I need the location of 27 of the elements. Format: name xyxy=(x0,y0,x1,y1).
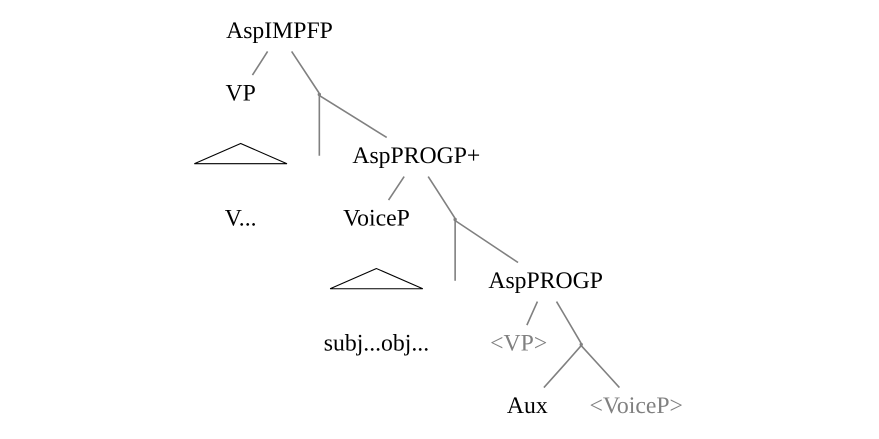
node-text: Aux xyxy=(506,393,548,420)
connector xyxy=(252,51,268,76)
connector xyxy=(454,220,518,264)
node-text: V... xyxy=(224,206,257,232)
connector xyxy=(526,301,538,326)
node-text: VoiceP xyxy=(343,206,410,232)
connector xyxy=(543,345,582,388)
node-text: <VP> xyxy=(490,330,548,357)
node-point xyxy=(453,218,457,222)
connector xyxy=(290,51,320,94)
node-point xyxy=(580,342,583,346)
node-text: AspPROGP xyxy=(488,268,603,294)
connector xyxy=(318,96,320,156)
connector xyxy=(454,220,456,281)
node-point xyxy=(318,92,322,96)
connector xyxy=(580,345,620,388)
connector xyxy=(319,95,388,138)
node-text: AspIMPFP xyxy=(226,18,333,44)
node-text: VP xyxy=(226,80,256,107)
node-triangle xyxy=(330,268,424,290)
connector xyxy=(388,176,405,201)
node-triangle xyxy=(194,142,288,164)
node-text: subj...obj... xyxy=(324,330,430,357)
connector xyxy=(556,301,582,344)
node-text: AspPROGP+ xyxy=(352,143,480,170)
node-text: <VoiceP> xyxy=(589,393,683,420)
connector xyxy=(428,176,456,219)
